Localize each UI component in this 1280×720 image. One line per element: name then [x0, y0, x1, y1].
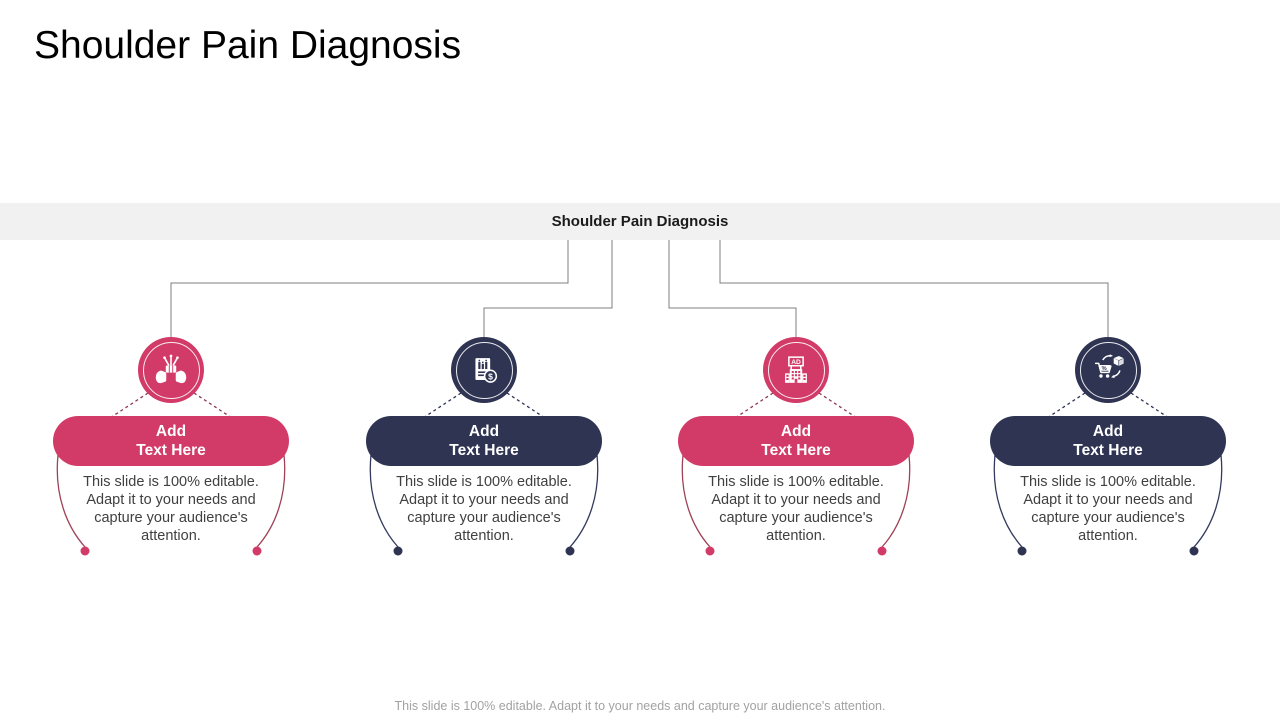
add-text-line1: Add — [1092, 423, 1124, 440]
page-title: Shoulder Pain Diagnosis — [34, 24, 462, 67]
add-text-line2: Text Here — [1073, 442, 1143, 459]
node-description: This slide is 100% editable. Adapt it to… — [708, 474, 884, 544]
add-text-line2: Text Here — [761, 442, 831, 459]
node-description: This slide is 100% editable. Adapt it to… — [396, 474, 572, 544]
diagram-node-2: $ Add Text Here This slide is 100% edita… — [324, 337, 644, 569]
svg-text:$: $ — [488, 371, 493, 381]
add-text-line1: Add — [780, 423, 812, 440]
product-exchange-icon: % — [1094, 354, 1124, 379]
add-text-button[interactable]: Add Text Here — [366, 416, 602, 466]
svg-text:AD: AD — [791, 359, 801, 366]
add-text-button[interactable]: Add Text Here — [678, 416, 914, 466]
caring-hands-icon — [155, 354, 187, 384]
node-description: This slide is 100% editable. Adapt it to… — [83, 474, 259, 544]
add-text-button[interactable]: Add Text Here — [53, 416, 289, 466]
footer-note: This slide is 100% editable. Adapt it to… — [394, 699, 886, 713]
financial-report-icon: $ — [475, 358, 498, 383]
diagram-node-4: % Add Text Here This slide is 100% edita… — [948, 337, 1268, 569]
node-arc-decoration — [56, 392, 286, 556]
diagram-header-band: Shoulder Pain Diagnosis — [0, 203, 1280, 240]
node-arc-decoration — [681, 392, 911, 556]
add-text-line1: Add — [155, 423, 187, 440]
diagram-header-title: Shoulder Pain Diagnosis — [551, 213, 729, 230]
node-arc-decoration — [369, 392, 599, 556]
node-description: This slide is 100% editable. Adapt it to… — [1020, 474, 1196, 544]
add-text-line2: Text Here — [449, 442, 519, 459]
ad-building-icon: AD — [785, 356, 807, 383]
diagram-node-3: AD Add Text Here This slide is 100% edit… — [636, 337, 956, 569]
add-text-line2: Text Here — [136, 442, 206, 459]
add-text-line1: Add — [468, 423, 500, 440]
svg-text:%: % — [1102, 366, 1107, 372]
node-arc-decoration — [993, 392, 1223, 556]
diagram-node-1: Add Text Here This slide is 100% editabl… — [11, 337, 331, 569]
add-text-button[interactable]: Add Text Here — [990, 416, 1226, 466]
